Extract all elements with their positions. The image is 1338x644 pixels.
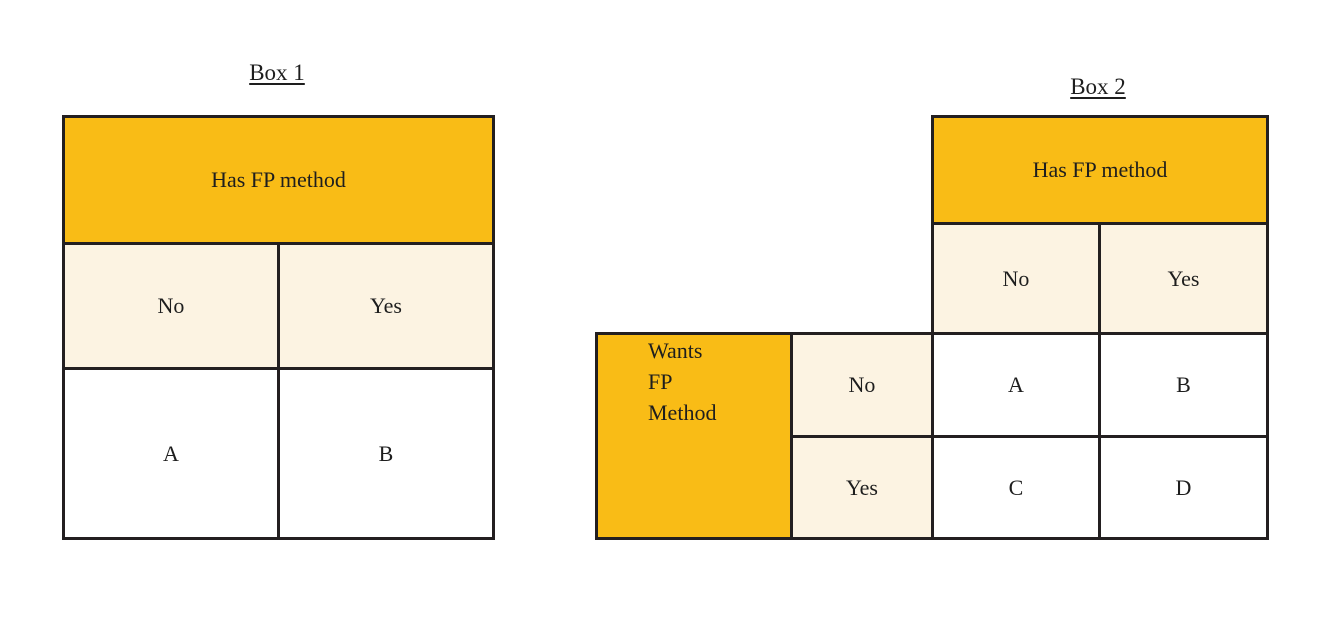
box1-cell-b-label: B — [378, 440, 394, 466]
box2-cell-c-label: C — [1008, 474, 1024, 500]
box2-col-yes-cell: Yes — [1098, 222, 1269, 335]
box1-header-label: Has FP method — [211, 167, 346, 192]
box2-row-yes-cell: Yes — [790, 435, 934, 540]
box2-cell-d: D — [1098, 435, 1269, 540]
box1-col-no-cell: No — [62, 242, 280, 370]
box2-row-header-cell: Wants FP Method — [595, 332, 793, 540]
box2-cell-b: B — [1098, 332, 1269, 438]
box2-col-yes-label: Yes — [1167, 265, 1200, 291]
box1-cell-b: B — [277, 367, 495, 540]
box2-row-no-label: No — [848, 372, 876, 397]
box2-cell-b-label: B — [1176, 372, 1191, 397]
box2-cell-c: C — [931, 435, 1101, 540]
box1-col-yes-cell: Yes — [277, 242, 495, 370]
box2-cell-a: A — [931, 332, 1101, 438]
box2-row-header-line2: FP — [648, 369, 673, 394]
box2-row-header-line1: Wants — [648, 338, 703, 363]
box2-header-cell: Has FP method — [931, 115, 1269, 225]
box2-cell-d-label: D — [1175, 474, 1192, 500]
box1-col-yes-label: Yes — [369, 293, 402, 318]
box2-header-label: Has FP method — [1032, 157, 1168, 182]
box1-col-no-label: No — [157, 293, 185, 318]
box1-cell-a: A — [62, 367, 280, 540]
box1-cell-a-label: A — [163, 440, 179, 466]
box1-title: Box 1 — [249, 60, 305, 85]
box2-col-no-cell: No — [931, 222, 1101, 335]
box1-header-cell: Has FP method — [62, 115, 495, 245]
box2-row-yes-label: Yes — [845, 474, 878, 500]
box2-row-header-line3: Method — [648, 400, 717, 425]
box2-cell-a-label: A — [1008, 372, 1024, 397]
box2-row-no-cell: No — [790, 332, 934, 438]
box2-col-no-label: No — [1002, 265, 1030, 291]
box2-title: Box 2 — [1070, 74, 1126, 99]
